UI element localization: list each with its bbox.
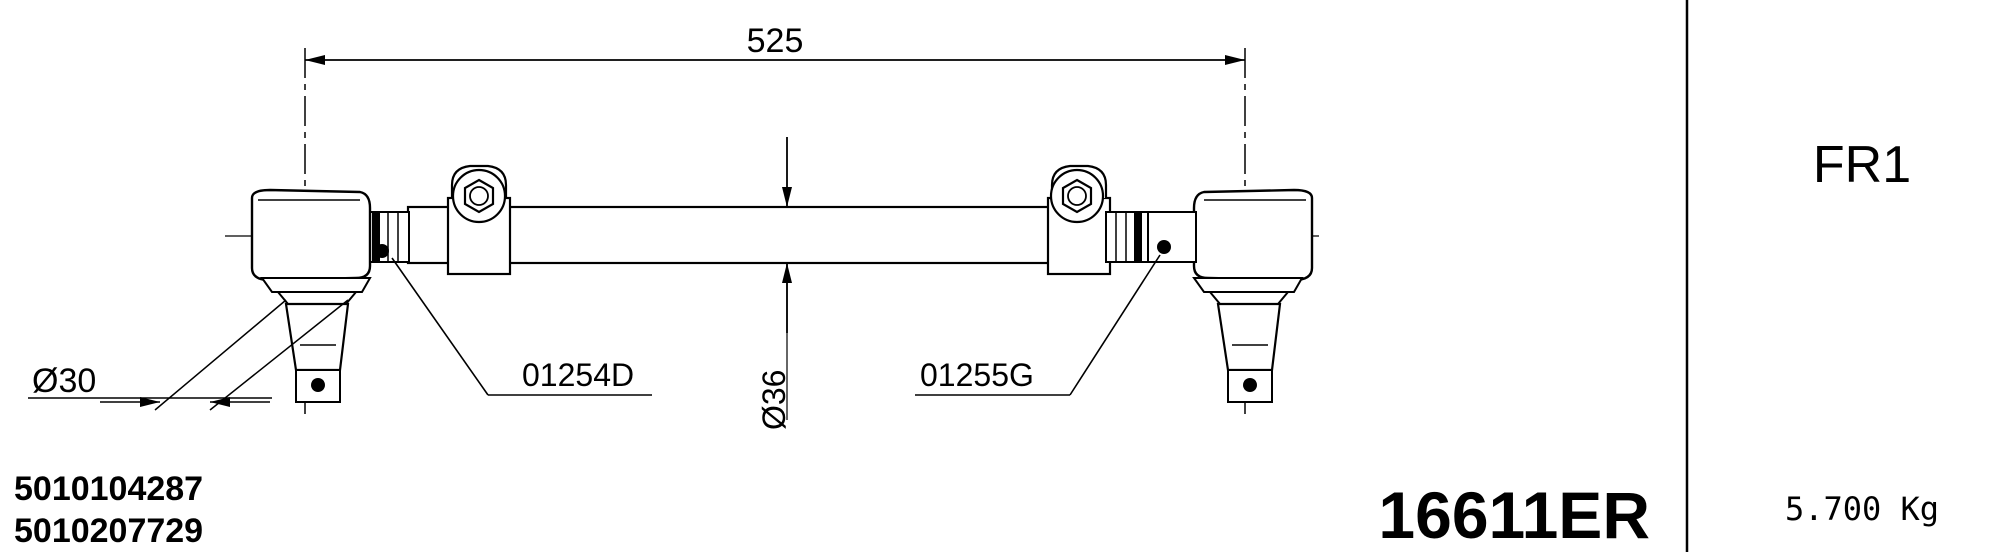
left-ball-joint	[250, 188, 410, 403]
right-end-callout: 01255G	[915, 254, 1161, 396]
right-end-ref: 01255G	[920, 357, 1034, 393]
part-number: 16611ER	[1378, 478, 1650, 552]
tie-rod-tube	[406, 205, 1108, 265]
stud-diameter-value: Ø30	[32, 362, 96, 400]
sidebar-weight: 5.700 Kg	[1785, 490, 1939, 528]
length-value: 525	[747, 22, 804, 60]
length-dimension: 525	[304, 22, 1246, 420]
stud-diameter-callout: Ø30	[28, 299, 349, 411]
right-ball-joint	[1105, 188, 1314, 403]
right-clamp	[1046, 164, 1112, 276]
tube-diameter-value: Ø36	[756, 370, 792, 430]
oem-number-1: 5010104287	[14, 470, 203, 508]
left-end-ref: 01254D	[522, 357, 634, 393]
left-end-callout: 01254D	[391, 257, 652, 396]
tube-diameter-dimension: Ø36	[756, 137, 792, 430]
sidebar-code: FR1	[1813, 136, 1911, 194]
oem-number-2: 5010207729	[14, 512, 203, 550]
left-clamp	[446, 164, 512, 276]
